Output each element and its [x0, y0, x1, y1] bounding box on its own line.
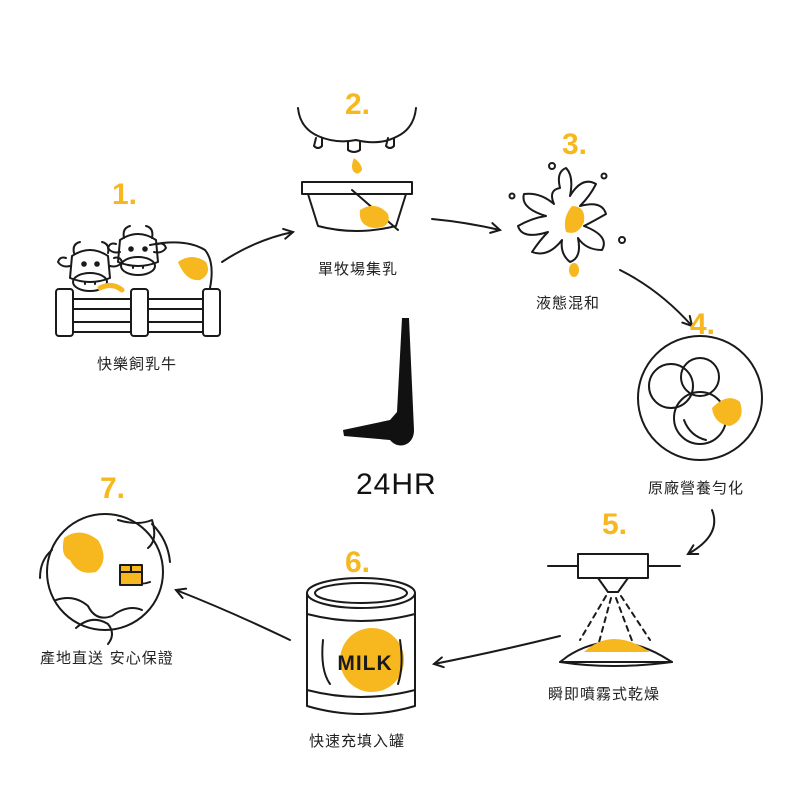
arrow-3-to-4: [619, 269, 692, 326]
arrow-6-to-7: [176, 590, 291, 641]
step-4-number: 4.: [690, 308, 716, 341]
spray-dryer-icon: [547, 553, 681, 667]
step-4-label: 原廠營養勻化: [648, 479, 745, 497]
arrow-1-to-2: [221, 232, 293, 263]
udder-milk-basin-icon: [297, 107, 417, 232]
step-7-label: 產地直送 安心保證: [40, 649, 174, 667]
step-3-label: 液態混和: [536, 294, 601, 312]
milk-splash-icon: [508, 162, 626, 277]
cows-fence-icon: [55, 225, 221, 337]
can-milk-text: MILK: [337, 652, 392, 675]
step-2-number: 2.: [345, 88, 371, 121]
flow-arrows: [176, 218, 716, 664]
arrow-4-to-5: [688, 509, 716, 554]
center-24hr-label: 24HR: [356, 468, 437, 501]
step-1-label: 快樂飼乳牛: [97, 355, 178, 373]
step-6-number: 6.: [345, 546, 371, 579]
step-3-number: 3.: [562, 128, 588, 161]
step-6-label: 快速充填入罐: [309, 732, 406, 750]
globe-delivery-icon: [39, 513, 171, 645]
clock-hands-icon: [343, 318, 414, 446]
step-5-number: 5.: [602, 508, 628, 541]
arrow-2-to-3: [431, 218, 500, 230]
step-5-label: 瞬即噴霧式乾燥: [548, 685, 661, 703]
milk-can-icon: [306, 577, 416, 715]
step-7-number: 7.: [100, 472, 126, 505]
plate-spheres-icon: [637, 335, 763, 461]
step-2-label: 單牧場集乳: [318, 260, 399, 278]
arrow-5-to-6: [434, 635, 561, 664]
step-1-number: 1.: [112, 178, 138, 211]
